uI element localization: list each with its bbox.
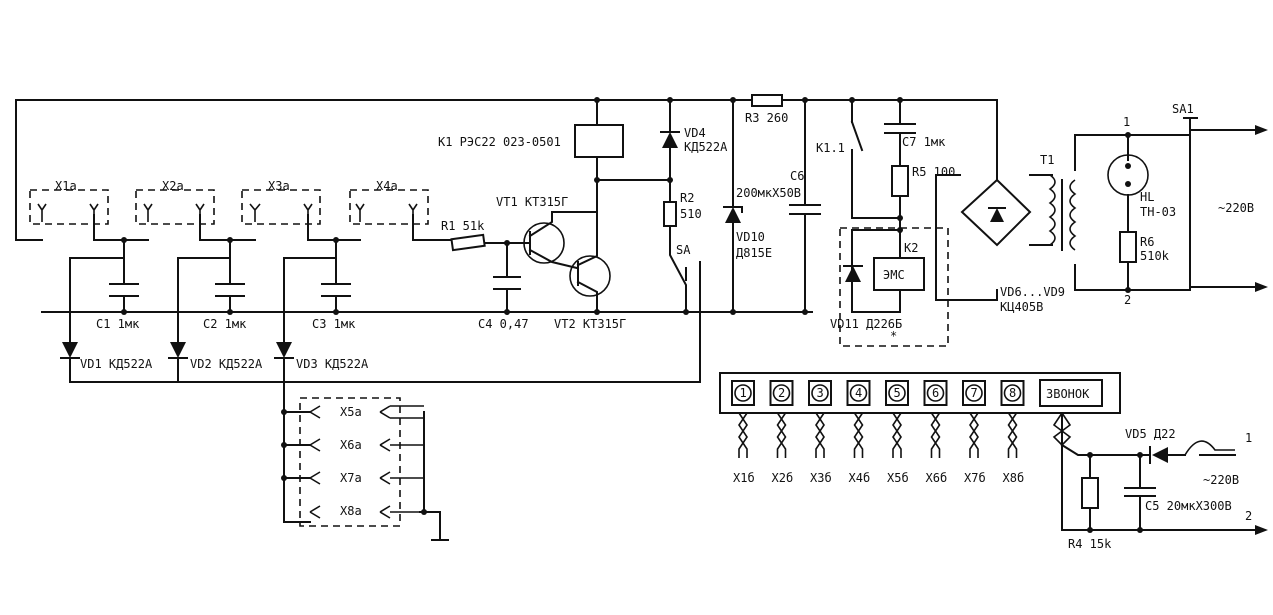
keypad: 1 2 3 4 5 6 7 8	[719, 372, 1121, 446]
component-labels: X1a X2a X3a X4a K1 РЭС22 023-0501 VD4 КД…	[55, 102, 1254, 551]
label-vd5: VD5 Д22	[1125, 427, 1176, 441]
keypad-key-ring	[888, 384, 906, 402]
label-vd10-type: Д815Е	[736, 246, 772, 260]
label-sa1: SA1	[1172, 102, 1194, 116]
label-vd4: VD4	[684, 126, 706, 140]
keypad-wire-pair	[892, 412, 902, 458]
keypad-key-ring	[926, 384, 945, 402]
label-zvonok: ЗВОНОК	[1046, 387, 1090, 401]
label-c6: C6	[790, 169, 804, 183]
label-c2: C2 1мк	[203, 317, 247, 331]
keypad-wire-pair	[1007, 412, 1018, 458]
keypad-wire-pair	[738, 412, 748, 458]
label-k11: K1.1	[816, 141, 845, 155]
label-x6a: X6a	[340, 438, 362, 452]
keypad-key-ring	[1003, 384, 1022, 402]
label-c6-val: 200мкХ50В	[736, 186, 801, 200]
keypad-key-label: 1	[740, 386, 747, 400]
keypad-output-label: X6б	[926, 471, 948, 485]
keypad-key-ring	[772, 384, 791, 402]
x-connectors-top	[29, 189, 429, 225]
label-r5: R5 100	[912, 165, 955, 179]
keypad-wire-pair	[815, 412, 825, 458]
label-mains-a: ~220В	[1218, 201, 1254, 215]
keypad-output-label: X2б	[772, 471, 794, 485]
label-x2a: X2a	[162, 179, 184, 193]
label-vd6: VD6...VD9	[1000, 285, 1065, 299]
label-c7: C7 1мк	[902, 135, 946, 149]
junction-dots	[121, 97, 1143, 533]
label-vd2: VD2 КД522А	[190, 357, 263, 371]
keypad-key-label: 8	[1009, 386, 1016, 400]
label-k1: K1 РЭС22 023-0501	[438, 135, 561, 149]
label-r2-val: 510	[680, 207, 702, 221]
keypad-key-ring	[734, 384, 752, 402]
keypad-key-label: 3	[817, 386, 824, 400]
label-x7a: X7a	[340, 471, 362, 485]
label-x5a: X5a	[340, 405, 362, 419]
label-hl-type: ТН-03	[1140, 205, 1176, 219]
label-x1a: X1a	[55, 179, 77, 193]
keypad-key-label: 4	[855, 386, 862, 400]
label-x4a: X4a	[376, 179, 398, 193]
keypad-wire-pair	[969, 412, 979, 458]
label-x3a: X3a	[268, 179, 290, 193]
keypad-outputs: X1б X2б X3б X4б X5б X6б X7б X8б	[733, 412, 1025, 485]
label-vt2: VT2 КТ315Г	[554, 317, 626, 331]
label-one-b: 1	[1245, 431, 1252, 445]
label-vd3: VD3 КД522А	[296, 357, 369, 371]
label-r4: R4 15k	[1068, 537, 1112, 551]
label-k2: K2	[904, 241, 918, 255]
keypad-output-label: X5б	[887, 471, 909, 485]
keypad-wire-pair	[930, 412, 941, 458]
label-vd6-type: КЦ405В	[1000, 300, 1043, 314]
label-star: *	[890, 329, 897, 343]
keypad-wire-pair	[853, 412, 864, 458]
label-two-a: 2	[1124, 293, 1131, 307]
x-connectors-bottom	[299, 397, 425, 527]
label-mains-b: ~220В	[1203, 473, 1239, 487]
label-one-a: 1	[1123, 115, 1130, 129]
keypad-key-label: 2	[778, 386, 785, 400]
label-x8a: X8a	[340, 504, 362, 518]
keypad-key-label: 6	[932, 386, 939, 400]
label-hl: HL	[1140, 190, 1154, 204]
keypad-key-ring	[849, 384, 868, 402]
label-sa: SA	[676, 243, 691, 257]
keypad-key-label: 7	[971, 386, 978, 400]
capacitors-row	[109, 276, 521, 297]
label-vd11: VD11 Д226Б	[830, 317, 902, 331]
wires	[15, 99, 1256, 541]
keypad-output-label: X4б	[849, 471, 871, 485]
label-vd10: VD10	[736, 230, 765, 244]
label-vd4-type: КД522А	[684, 140, 728, 154]
keypad-output-label: X7б	[964, 471, 986, 485]
keypad-output-label: X1б	[733, 471, 755, 485]
label-t1: T1	[1040, 153, 1054, 167]
label-r6: R6	[1140, 235, 1154, 249]
label-c3: C3 1мк	[312, 317, 356, 331]
label-vd1: VD1 КД522А	[80, 357, 153, 371]
label-vt1: VT1 КТ315Г	[496, 195, 568, 209]
keypad-key-label: 5	[894, 386, 901, 400]
label-r3: R3 260	[745, 111, 788, 125]
label-ems: ЭМС	[883, 268, 905, 282]
label-r1: R1 51k	[441, 219, 485, 233]
label-c5: C5 20мкХ300В	[1145, 499, 1232, 513]
keypad-wire-pair	[776, 412, 787, 458]
keypad-key-ring	[811, 384, 829, 402]
label-c1: C1 1мк	[96, 317, 140, 331]
diodes-vd1-vd3	[60, 342, 294, 359]
keypad-output-label: X8б	[1003, 471, 1025, 485]
label-r2: R2	[680, 191, 694, 205]
label-two-b: 2	[1245, 509, 1252, 523]
label-r6-val: 510k	[1140, 249, 1170, 263]
label-c4: C4 0,47	[478, 317, 529, 331]
keypad-output-label: X3б	[810, 471, 832, 485]
keypad-key-ring	[965, 384, 983, 402]
